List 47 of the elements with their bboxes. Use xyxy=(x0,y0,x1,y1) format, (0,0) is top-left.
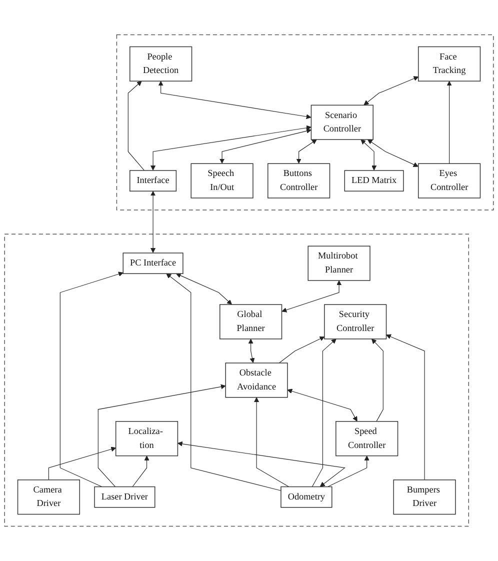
arrow xyxy=(282,280,342,312)
arrow xyxy=(128,80,145,171)
node-box: Localiza- tion xyxy=(115,421,178,456)
arrow xyxy=(287,388,358,422)
node-box: LED Matrix xyxy=(344,170,404,192)
arrow xyxy=(386,334,425,480)
node-box: Eyes Controller xyxy=(418,163,481,198)
arrow xyxy=(48,446,116,480)
arrow xyxy=(60,272,124,488)
node-box: People Detection xyxy=(130,46,192,82)
arrow xyxy=(312,338,336,488)
node-box: Face Tracking xyxy=(418,46,481,82)
node-box: Camera Driver xyxy=(17,480,80,515)
arrow xyxy=(327,456,370,488)
node-box: Laser Driver xyxy=(94,486,156,508)
node-box: Security Controller xyxy=(324,304,387,340)
arrow xyxy=(367,139,418,167)
arrow xyxy=(296,139,317,164)
arrow xyxy=(177,441,346,487)
node-box: Scenario Controller xyxy=(310,104,374,140)
arrow xyxy=(248,338,255,363)
node-box: Speed Controller xyxy=(336,421,398,456)
arrow xyxy=(176,273,232,305)
node-box: Speech In/Out xyxy=(190,163,254,198)
node-box: Bumpers Driver xyxy=(393,480,456,515)
node-box: Buttons Controller xyxy=(268,163,330,198)
arrow xyxy=(278,336,325,364)
arrow xyxy=(150,125,312,170)
node-box: Odometry xyxy=(280,486,332,508)
arrow xyxy=(158,80,312,120)
arrow xyxy=(150,190,156,253)
node-box: Interface xyxy=(130,170,177,192)
arrow xyxy=(166,273,282,491)
arrow xyxy=(254,397,290,488)
cluster xyxy=(116,34,494,210)
arrow xyxy=(364,76,419,106)
cluster xyxy=(4,234,470,527)
arrow xyxy=(360,139,377,170)
arrow xyxy=(446,80,452,164)
arrow xyxy=(220,128,312,164)
arrow xyxy=(132,456,150,488)
arrow xyxy=(371,338,384,422)
node-box: Multirobot Planner xyxy=(308,246,370,281)
node-box: PC Interface xyxy=(122,252,184,274)
node-box: Obstacle Avoidance xyxy=(225,362,288,398)
arrow xyxy=(98,384,226,488)
node-box: Global Planner xyxy=(220,304,282,340)
